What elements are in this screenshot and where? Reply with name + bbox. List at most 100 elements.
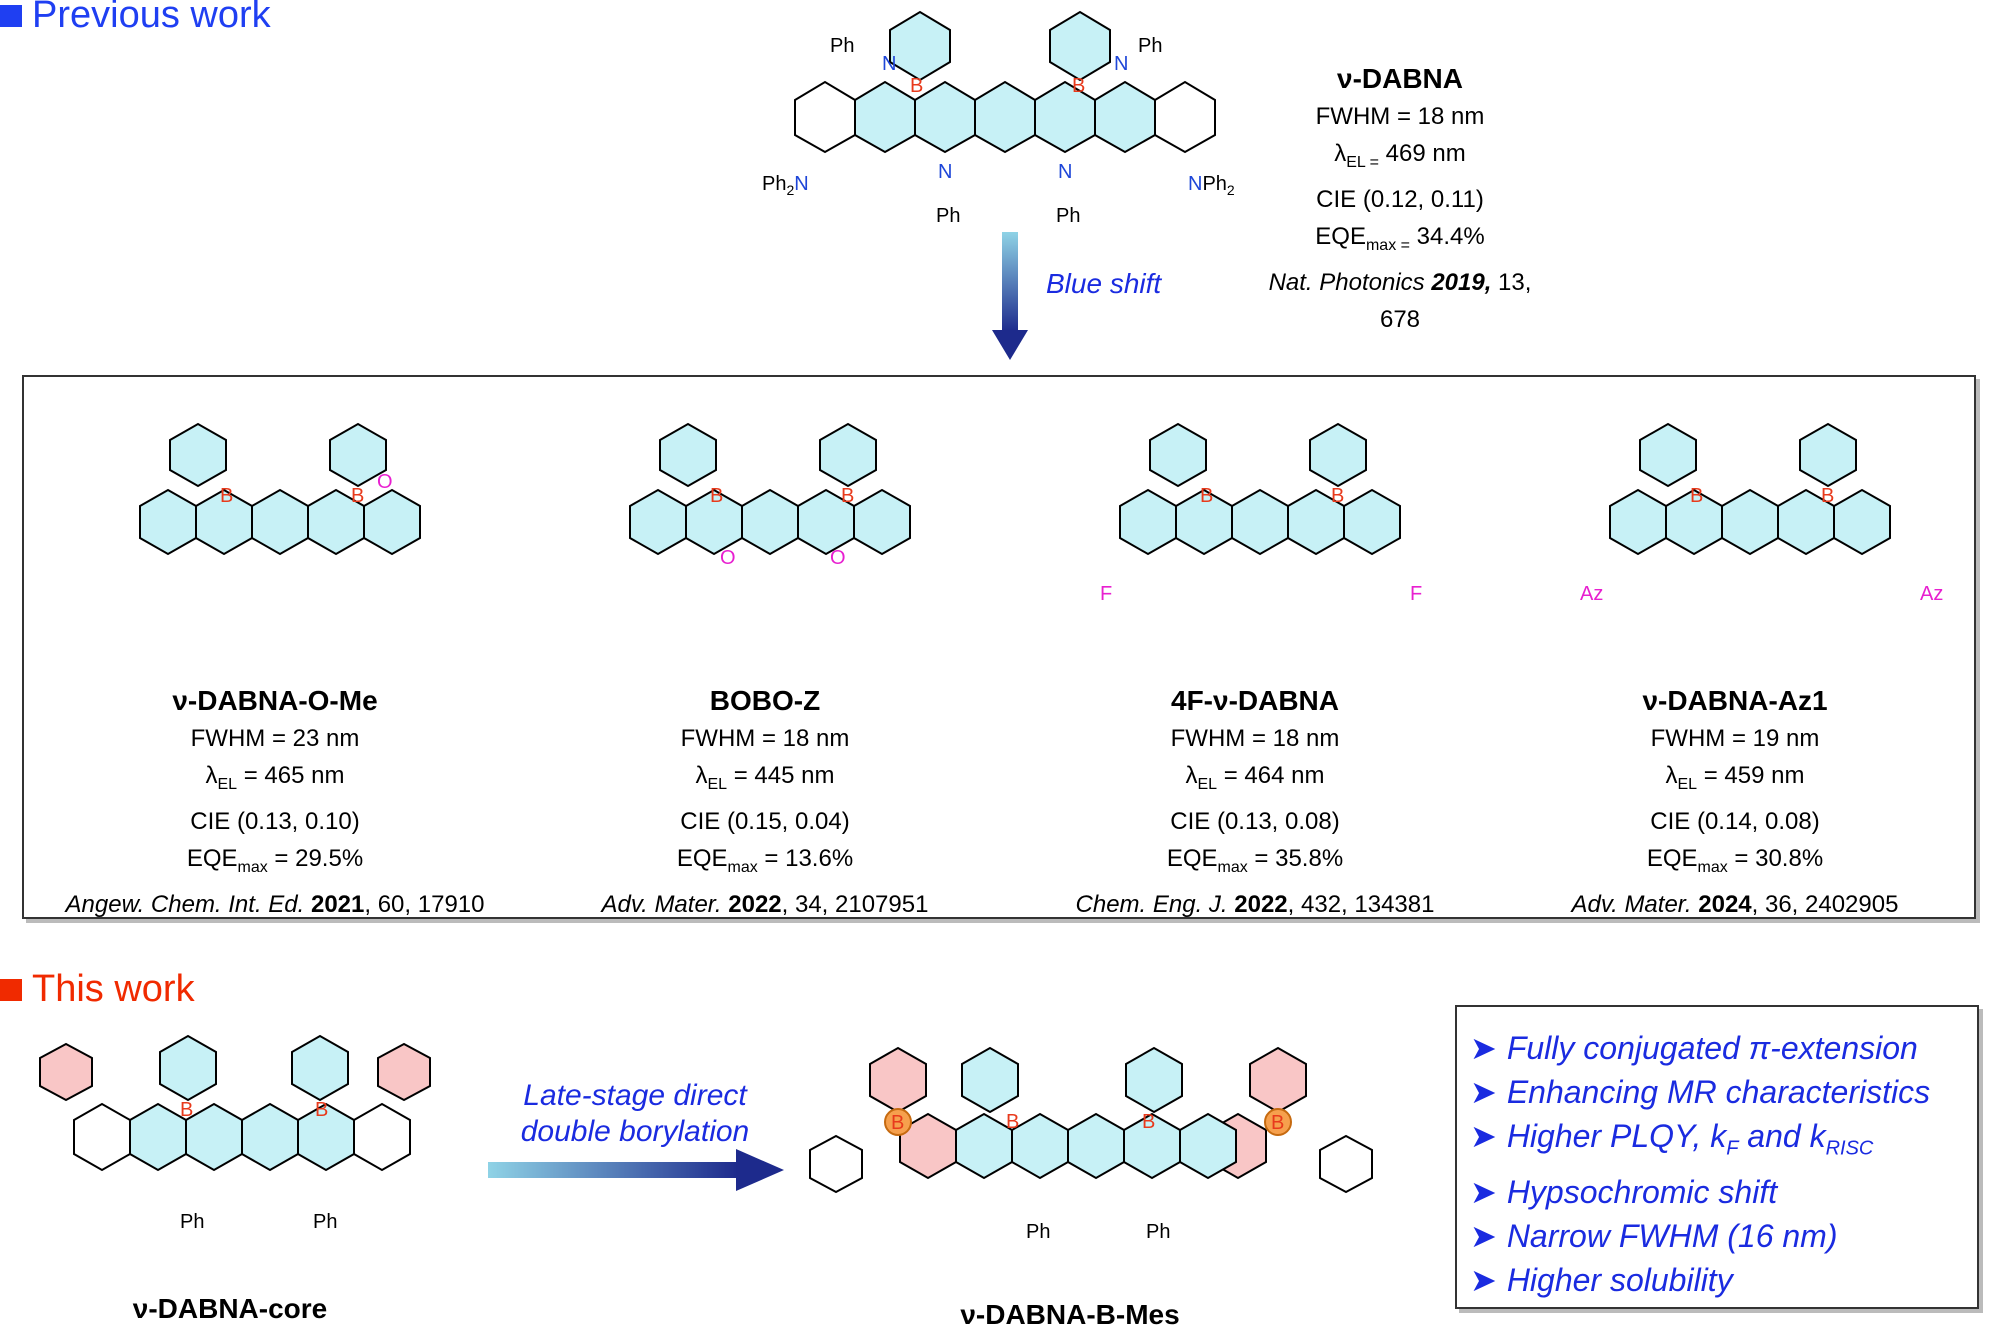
vdabna-caption: ν-DABNA FWHM = 18 nm λEL = 469 nm CIE (0… bbox=[1250, 60, 1550, 338]
compound-ref-1: Angew. Chem. Int. Ed. 2021, 60, 17910 bbox=[65, 890, 485, 918]
compound-cie-2: CIE (0.15, 0.04) bbox=[680, 807, 850, 835]
compound-captions: ν-DABNA-O-Me FWHM = 23 nm λEL = 465 nm C… bbox=[30, 682, 1970, 923]
compound-fwhm-3: FWHM = 18 nm bbox=[1170, 725, 1340, 752]
c1-boron-2: B bbox=[351, 485, 364, 507]
product-ph-1: Ph bbox=[1026, 1221, 1050, 1243]
vdabna-structure: B B N N N N Ph Ph Ph Ph Ph2N NPh2 bbox=[762, 10, 1235, 227]
core-boron-1: B bbox=[180, 1099, 193, 1121]
compound-name-1: ν-DABNA-O-Me bbox=[172, 685, 378, 716]
vdabna-fwhm: FWHM = 18 nm bbox=[1315, 103, 1485, 130]
boron-label-1: B bbox=[910, 75, 923, 97]
arrowhead-icon: ➤ bbox=[1470, 1030, 1497, 1066]
compound-name-2: BOBO-Z bbox=[709, 685, 821, 716]
vdabna-core-structure: B B Ph Ph bbox=[39, 1034, 431, 1233]
features-list: ➤Fully conjugated π-extension ➤Enhancing… bbox=[1470, 1026, 1970, 1302]
c4-boron-1: B bbox=[1690, 485, 1703, 507]
blue-square-icon bbox=[0, 4, 22, 27]
compound-lambda-3: λEL = 464 nm bbox=[1185, 762, 1325, 793]
c2-oxygen-1: O bbox=[720, 547, 736, 569]
product-boron-1: B bbox=[1006, 1111, 1019, 1133]
core-boron-2: B bbox=[315, 1099, 328, 1121]
vdabna-name: ν-DABNA bbox=[1337, 63, 1463, 94]
vdabna-b-mes-structure: B B B B Ph Ph bbox=[809, 1046, 1373, 1243]
c1-oxygen: O bbox=[377, 471, 393, 493]
core-name: ν-DABNA-core bbox=[132, 1293, 328, 1324]
c2-boron-2: B bbox=[841, 485, 854, 507]
nitrogen-label-1: N bbox=[882, 53, 896, 75]
boron-label-2: B bbox=[1072, 75, 1085, 97]
arrowhead-icon: ➤ bbox=[1470, 1074, 1497, 1110]
c4-az-1: Az bbox=[1580, 583, 1603, 605]
ph-label-2: Ph bbox=[1138, 35, 1162, 57]
compound-ref-2: Adv. Mater. 2022, 34, 2107951 bbox=[601, 890, 929, 918]
c3-fluorine-2: F bbox=[1410, 583, 1422, 605]
vdabna-reference: Nat. Photonics 2019, 13, 678 bbox=[1268, 268, 1532, 333]
c3-boron-1: B bbox=[1200, 485, 1213, 507]
compound-eqe-4: EQEmax = 30.8% bbox=[1646, 844, 1824, 876]
ph-label-3: Ph bbox=[936, 205, 960, 227]
vdabna-lambda: λEL = 469 nm bbox=[1334, 140, 1466, 171]
compound-cie-4: CIE (0.14, 0.08) bbox=[1650, 807, 1820, 835]
core-ph-2: Ph bbox=[313, 1211, 337, 1233]
borylation-label-line-1: Late-stage direct bbox=[523, 1079, 747, 1112]
compound-cie-1: CIE (0.13, 0.10) bbox=[190, 807, 360, 835]
product-name: ν-DABNA-B-Mes bbox=[960, 1299, 1180, 1330]
feature-item-4: ➤Hypsochromic shift bbox=[1470, 1174, 1778, 1211]
c3-fluorine-1: F bbox=[1100, 583, 1112, 605]
blue-shift-arrow bbox=[992, 232, 1028, 360]
blue-shift-label: Blue shift bbox=[1046, 268, 1162, 299]
c2-boron-1: B bbox=[710, 485, 723, 507]
vdabna-eqe: EQEmax = 34.4% bbox=[1315, 222, 1485, 254]
nitrogen-label-4: N bbox=[1058, 161, 1072, 183]
compound-eqe-2: EQEmax = 13.6% bbox=[676, 844, 854, 876]
compound-fwhm-4: FWHM = 19 nm bbox=[1650, 725, 1820, 752]
ph-label-1: Ph bbox=[830, 35, 854, 57]
feature-item-3: ➤Higher PLQY, kF and kRISC bbox=[1470, 1118, 1874, 1160]
red-square-icon bbox=[0, 978, 22, 1001]
previous-work-header: Previous work bbox=[0, 0, 271, 37]
nitrogen-label-2: N bbox=[1114, 53, 1128, 75]
borylation-label: Late-stage direct double borylation bbox=[470, 1078, 800, 1150]
compound-name-4: ν-DABNA-Az1 bbox=[1642, 685, 1828, 716]
compound-fwhm-1: FWHM = 23 nm bbox=[190, 725, 360, 752]
compound-eqe-3: EQEmax = 35.8% bbox=[1166, 844, 1344, 876]
compound-lambda-4: λEL = 459 nm bbox=[1665, 762, 1805, 793]
product-ph-2: Ph bbox=[1146, 1221, 1170, 1243]
arrowhead-icon: ➤ bbox=[1470, 1218, 1497, 1255]
feature-item-1: ➤Fully conjugated π-extension bbox=[1470, 1030, 1918, 1066]
previous-compounds-structures: B B O B B O O B B F F B B Az Az bbox=[139, 422, 1943, 605]
product-boron-2: B bbox=[1142, 1111, 1155, 1133]
product-boron-mes-2: B bbox=[1271, 1112, 1284, 1134]
compound-caption-1: ν-DABNA-O-Me FWHM = 23 nm λEL = 465 nm C… bbox=[30, 682, 520, 923]
previous-work-title: Previous work bbox=[32, 0, 271, 36]
compound-eqe-1: EQEmax = 29.5% bbox=[186, 844, 364, 876]
compound-fwhm-2: FWHM = 18 nm bbox=[680, 725, 850, 752]
feature-item-2: ➤Enhancing MR characteristics bbox=[1470, 1074, 1931, 1110]
c2-oxygen-2: O bbox=[830, 547, 846, 569]
core-ph-1: Ph bbox=[180, 1211, 204, 1233]
nitrogen-label-3: N bbox=[938, 161, 952, 183]
compound-caption-4: ν-DABNA-Az1 FWHM = 19 nm λEL = 459 nm CI… bbox=[1500, 682, 1970, 923]
arrowhead-icon: ➤ bbox=[1470, 1174, 1497, 1211]
c3-boron-2: B bbox=[1331, 485, 1344, 507]
borylation-arrow bbox=[488, 1149, 784, 1191]
compound-caption-3: 4F-ν-DABNA FWHM = 18 nm λEL = 464 nm CIE… bbox=[1010, 682, 1500, 923]
arrowhead-icon: ➤ bbox=[1470, 1118, 1497, 1154]
feature-item-6: ➤Higher solubility bbox=[1470, 1262, 1733, 1299]
nph2-label: NPh2 bbox=[1188, 173, 1235, 198]
arrowhead-icon: ➤ bbox=[1470, 1262, 1497, 1299]
compound-ref-3: Chem. Eng. J. 2022, 432, 134381 bbox=[1075, 890, 1435, 918]
compound-cie-3: CIE (0.13, 0.08) bbox=[1170, 807, 1340, 835]
borylation-label-line-2: double borylation bbox=[520, 1115, 750, 1148]
compound-name-3: 4F-ν-DABNA bbox=[1171, 685, 1339, 716]
compound-lambda-1: λEL = 465 nm bbox=[205, 762, 345, 793]
ph2n-label: Ph2N bbox=[762, 173, 809, 198]
c4-boron-2: B bbox=[1821, 485, 1834, 507]
compound-lambda-2: λEL = 445 nm bbox=[695, 762, 835, 793]
features-panel bbox=[1455, 1005, 1979, 1309]
compound-ref-4: Adv. Mater. 2024, 36, 2402905 bbox=[1571, 890, 1899, 918]
this-work-header: This work bbox=[0, 968, 195, 1011]
c1-boron-1: B bbox=[220, 485, 233, 507]
ph-label-4: Ph bbox=[1056, 205, 1080, 227]
vdabna-cie: CIE (0.12, 0.11) bbox=[1316, 185, 1484, 213]
